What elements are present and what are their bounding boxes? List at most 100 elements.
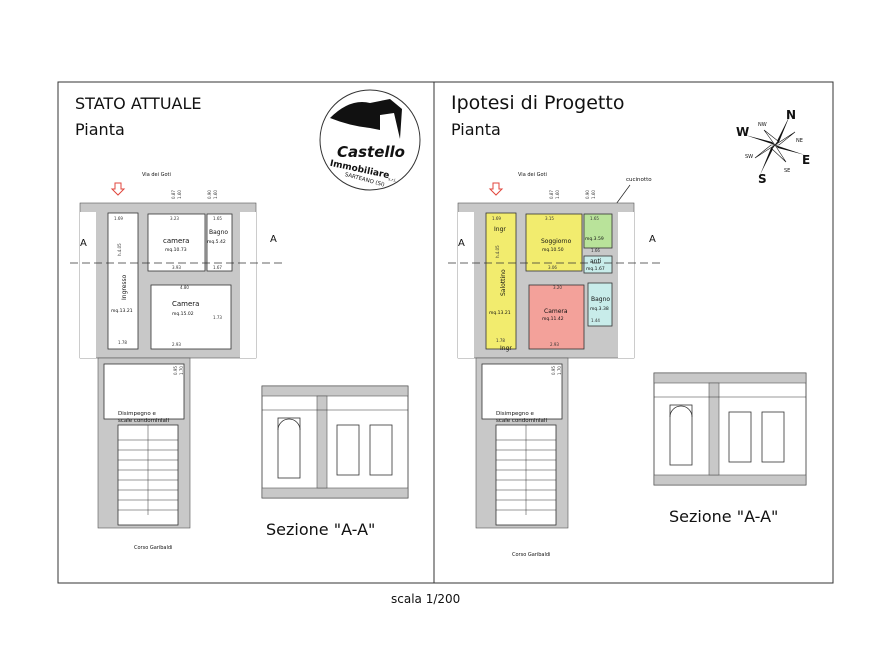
dimension: 3.20 xyxy=(553,285,562,290)
room-area: mq.13.21 xyxy=(111,308,133,314)
dimension: 3.06 xyxy=(548,265,557,270)
room-label: Bagno xyxy=(591,296,610,303)
room-label: Ingr xyxy=(494,226,506,233)
room-camera-1 xyxy=(147,213,206,272)
stair-label-1: Disimpegno e xyxy=(496,411,534,417)
dimension: 1.65 xyxy=(213,216,222,221)
entrance-arrow-icon xyxy=(110,182,126,196)
dimension: 1.66 xyxy=(591,248,600,253)
room-label: camera xyxy=(163,237,189,245)
dimension: 3.93 xyxy=(172,265,181,270)
dimension: 1.78 xyxy=(496,338,505,343)
compass-label: SE xyxy=(784,168,790,174)
section-drawing xyxy=(261,385,409,499)
room-area: mq.1.67 xyxy=(586,266,605,272)
left-panel: STATO ATTUALE Pianta Via dei Goti Disimp… xyxy=(70,94,409,551)
room-label: Camera xyxy=(172,300,199,308)
compass-label: E xyxy=(802,153,810,167)
room-soggiorno xyxy=(525,213,583,272)
window-dimension: 0.87 xyxy=(171,190,176,199)
window-dimension: 1.60 xyxy=(555,190,560,199)
right-title: Ipotesi di Progetto xyxy=(451,92,624,114)
room-label: anti xyxy=(590,258,602,265)
street-top: Via dei Goti xyxy=(518,172,547,178)
room-area: mq.10.50 xyxy=(542,247,564,253)
section-marker: A xyxy=(649,234,656,245)
room-bagno xyxy=(587,282,613,327)
compass-label: N xyxy=(786,108,796,122)
dimension: 3.15 xyxy=(545,216,554,221)
compass-label: SW xyxy=(745,154,753,160)
dimension: 1.78 xyxy=(118,340,127,345)
compass-label: W xyxy=(736,125,749,139)
room-bagno xyxy=(206,213,233,272)
room-area: mq.15.02 xyxy=(172,311,194,317)
window-dimension: 0.90 xyxy=(207,190,212,199)
dimension: h.4.05 xyxy=(495,245,500,258)
left-subtitle: Pianta xyxy=(75,120,125,139)
sheet-frame xyxy=(57,81,834,584)
section-marker: A xyxy=(458,238,465,249)
dimension: 1.69 xyxy=(492,216,501,221)
street-bottom: Corso Garibaldi xyxy=(512,552,550,558)
section-title: Sezione "A-A" xyxy=(669,507,778,526)
dimension: 1.69 xyxy=(114,216,123,221)
stairs xyxy=(496,425,556,515)
window-dimension: 0.95 xyxy=(173,366,178,375)
room-camera xyxy=(528,284,585,350)
room-ingresso xyxy=(107,212,139,350)
room-area: mq.5.42 xyxy=(207,239,226,245)
logo-text: Castello xyxy=(337,143,405,161)
scale-label: scala 1/200 xyxy=(391,592,460,606)
street-top: Via dei Goti xyxy=(142,172,171,178)
room-label: Ingresso xyxy=(121,274,128,300)
right-subtitle: Pianta xyxy=(451,120,501,139)
left-title: STATO ATTUALE xyxy=(75,94,202,113)
room-label: Bagno xyxy=(209,229,228,236)
room-label: Ingr xyxy=(500,345,512,352)
room-label: Camera xyxy=(544,308,568,315)
dimension: 1.67 xyxy=(213,265,222,270)
room-area: mq.10.73 xyxy=(165,247,187,253)
compass-rose-icon: N S E W NE NW SE SW xyxy=(736,108,810,186)
stairs xyxy=(118,425,178,515)
section-marker: A xyxy=(80,238,87,249)
street-bottom: Corso Garibaldi xyxy=(134,545,172,551)
room-camera-2 xyxy=(150,284,232,350)
window-dimension: 1.70 xyxy=(179,366,184,375)
stair-label-1: Disimpegno e xyxy=(118,411,156,417)
room-label: Soggiorno xyxy=(541,238,572,245)
compass-label: NW xyxy=(758,122,767,128)
room-area: mq.3.59 xyxy=(585,236,604,242)
stair-label-2: scale condominiali xyxy=(496,418,547,424)
stair-label-2: scale condominiali xyxy=(118,418,169,424)
window-dimension: 0.87 xyxy=(549,190,554,199)
dimension: 1.44 xyxy=(591,318,600,323)
room-area: mq.11.42 xyxy=(542,316,564,322)
room-area: mq.13.21 xyxy=(489,310,511,316)
window-dimension: 0.90 xyxy=(585,190,590,199)
window-dimension: 1.60 xyxy=(591,190,596,199)
right-panel: Ipotesi di Progetto Pianta Via dei Goti … xyxy=(448,92,807,558)
dimension: 1.65 xyxy=(590,216,599,221)
window-dimension: 1.60 xyxy=(177,190,182,199)
room-cucinotto xyxy=(583,213,613,249)
window-dimension: 1.60 xyxy=(213,190,218,199)
dimension: 2.93 xyxy=(172,342,181,347)
window-dimension: 1.70 xyxy=(557,366,562,375)
section-drawing xyxy=(653,372,807,486)
dimension: 4.80 xyxy=(180,285,189,290)
dimension: 1.73 xyxy=(213,315,222,320)
entrance-arrow-icon xyxy=(488,182,504,196)
compass-label: NE xyxy=(796,138,803,144)
room-salottino xyxy=(485,212,517,350)
room-label: Salottino xyxy=(500,269,507,296)
compass-label: S xyxy=(758,172,767,186)
room-area: mq.3.38 xyxy=(590,306,609,312)
window-dimension: 0.95 xyxy=(551,366,556,375)
castello-logo: Castello Immobiliare s.r.l. SARTEANO (SI… xyxy=(319,89,421,191)
callout-label: cucinotto xyxy=(626,177,652,183)
section-marker: A xyxy=(270,234,277,245)
dimension: 2.93 xyxy=(550,342,559,347)
